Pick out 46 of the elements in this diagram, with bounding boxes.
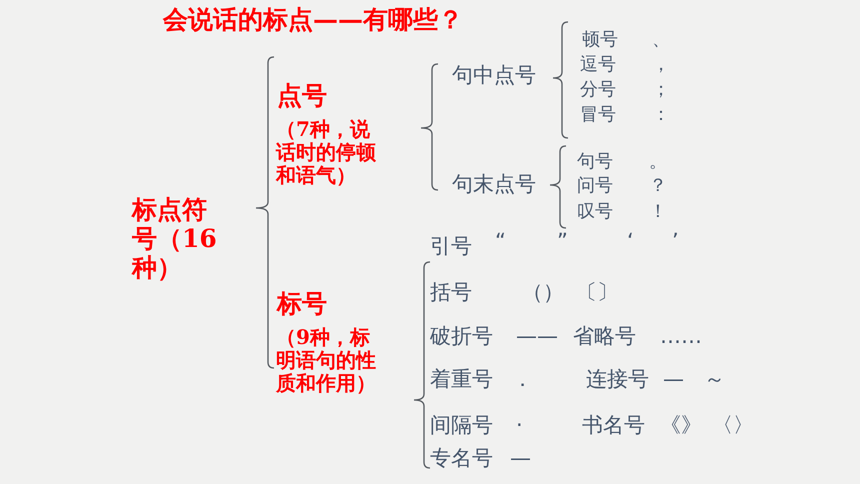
punctuation-name: 问号 xyxy=(577,176,613,197)
punctuation-mark: · xyxy=(516,413,523,438)
punctuation-mark: ？ xyxy=(649,176,667,197)
description-text: （7种，说话时的停顿和语气） xyxy=(276,118,377,187)
punctuation-mark: ” xyxy=(557,229,568,254)
punctuation-mark: — xyxy=(663,367,684,392)
title: 会说话的标点——有哪些？ xyxy=(163,6,463,35)
punctuation-mark: 。 xyxy=(649,152,667,173)
category-label: 点号 xyxy=(277,82,327,111)
punctuation-mark: ； xyxy=(652,80,670,101)
punctuation-mark: ： xyxy=(652,105,670,126)
punctuation-name: 逗号 xyxy=(580,55,616,76)
punctuation-mark: ， xyxy=(652,55,670,76)
punctuation-name: 间隔号 xyxy=(430,413,493,438)
punctuation-mark: —— xyxy=(516,324,558,348)
punctuation-mark: — xyxy=(510,446,531,470)
punctuation-name: 省略号 xyxy=(573,324,636,348)
punctuation-mark: ！ xyxy=(649,202,667,223)
punctuation-name: 书名号 xyxy=(582,413,645,438)
punctuation-mark: ’ xyxy=(672,229,679,254)
punctuation-name: 括号 xyxy=(430,280,472,304)
punctuation-name: 冒号 xyxy=(580,105,616,126)
category-label: 句末点号 xyxy=(452,172,536,196)
category-label: 句中点号 xyxy=(452,63,536,88)
punctuation-name: 分号 xyxy=(580,80,616,101)
punctuation-name: 引号 xyxy=(430,234,472,258)
punctuation-name: 破折号 xyxy=(430,324,493,348)
punctuation-mark: 〔〕 xyxy=(576,280,618,304)
punctuation-name: 顿号 xyxy=(582,30,618,51)
punctuation-name: 句号 xyxy=(577,152,613,173)
punctuation-name: 着重号 xyxy=(430,367,493,392)
punctuation-mark: 〈〉 xyxy=(712,413,754,438)
description-text: （9种，标明语句的性质和作用） xyxy=(276,326,377,395)
category-label: 标点符号（16种） xyxy=(132,196,218,282)
punctuation-mark: “ xyxy=(495,229,506,254)
punctuation-mark: （） xyxy=(522,280,564,304)
punctuation-name: 连接号 xyxy=(586,367,649,392)
punctuation-mark: ～ xyxy=(704,367,725,392)
punctuation-mark: 《》 xyxy=(660,413,702,438)
punctuation-mark: …… xyxy=(660,324,702,348)
punctuation-mark: ‘ xyxy=(627,229,634,254)
category-label: 标号 xyxy=(277,290,327,319)
punctuation-name: 专名号 xyxy=(430,446,493,470)
punctuation-name: 叹号 xyxy=(577,202,613,223)
punctuation-mark: 、 xyxy=(652,30,670,51)
punctuation-mark: ． xyxy=(512,367,533,392)
